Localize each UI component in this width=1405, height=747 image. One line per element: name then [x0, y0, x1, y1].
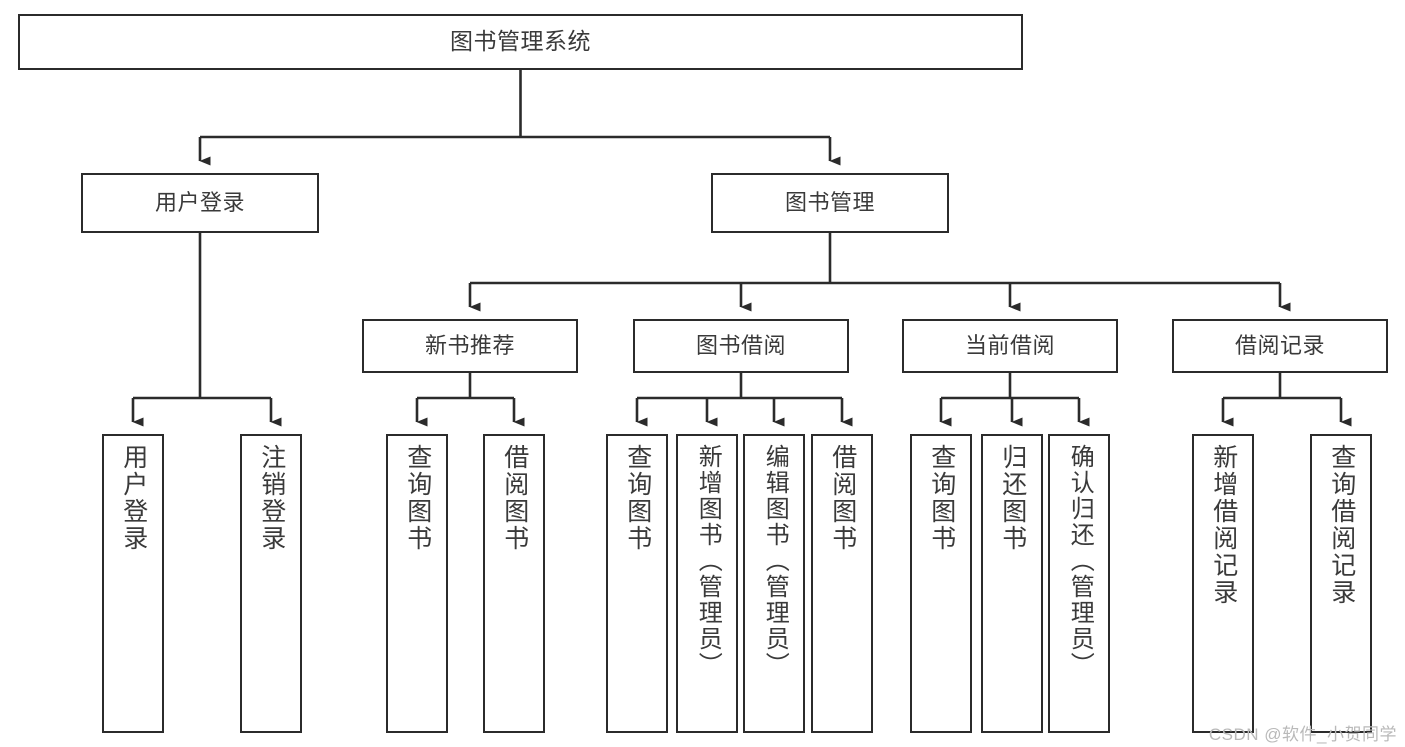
node-label: 新增图书（管理员） — [694, 444, 722, 678]
node-leaf-query-book-2[interactable]: 查询图书 — [606, 434, 668, 733]
node-bookmgmt[interactable]: 图书管理 — [711, 173, 949, 233]
node-label: 新增借阅记录 — [1209, 444, 1238, 606]
node-label: 图书借阅 — [695, 332, 786, 358]
node-label: 编辑图书（管理员） — [761, 444, 789, 678]
node-label: 查询图书 — [623, 444, 652, 552]
node-label: 用户登录 — [154, 189, 245, 215]
node-label: 借阅图书 — [500, 444, 529, 552]
node-leaf-add-record[interactable]: 新增借阅记录 — [1192, 434, 1254, 733]
node-label: 查询借阅记录 — [1327, 444, 1356, 606]
watermark: CSDN @软件_小贺同学 — [1208, 725, 1397, 744]
node-label: 图书管理系统 — [450, 28, 591, 55]
node-leaf-add-book[interactable]: 新增图书（管理员） — [676, 434, 738, 733]
node-login[interactable]: 用户登录 — [81, 173, 319, 233]
node-leaf-confirm-return[interactable]: 确认归还（管理员） — [1048, 434, 1110, 733]
node-leaf-user-login[interactable]: 用户登录 — [102, 434, 164, 733]
node-leaf-query-book-3[interactable]: 查询图书 — [910, 434, 972, 733]
node-label: 图书管理 — [784, 189, 875, 215]
node-label: 借阅图书 — [828, 444, 857, 552]
node-current[interactable]: 当前借阅 — [902, 319, 1118, 373]
node-leaf-borrow-book-1[interactable]: 借阅图书 — [483, 434, 545, 733]
node-root[interactable]: 图书管理系统 — [18, 14, 1023, 70]
node-label: 当前借阅 — [964, 332, 1055, 358]
node-leaf-borrow-book-2[interactable]: 借阅图书 — [811, 434, 873, 733]
node-newbooks[interactable]: 新书推荐 — [362, 319, 578, 373]
node-label: 查询图书 — [927, 444, 956, 552]
node-label: 新书推荐 — [424, 332, 515, 358]
node-label: 归还图书 — [998, 444, 1027, 552]
node-leaf-user-logout[interactable]: 注销登录 — [240, 434, 302, 733]
node-leaf-query-book-1[interactable]: 查询图书 — [386, 434, 448, 733]
node-leaf-edit-book[interactable]: 编辑图书（管理员） — [743, 434, 805, 733]
node-borrow[interactable]: 图书借阅 — [633, 319, 849, 373]
node-leaf-query-record[interactable]: 查询借阅记录 — [1310, 434, 1372, 733]
node-label: 注销登录 — [257, 444, 286, 552]
node-label: 确认归还（管理员） — [1066, 444, 1094, 678]
node-records[interactable]: 借阅记录 — [1172, 319, 1388, 373]
node-label: 用户登录 — [119, 444, 148, 552]
node-leaf-return-book[interactable]: 归还图书 — [981, 434, 1043, 733]
node-label: 查询图书 — [403, 444, 432, 552]
node-label: 借阅记录 — [1234, 332, 1325, 358]
